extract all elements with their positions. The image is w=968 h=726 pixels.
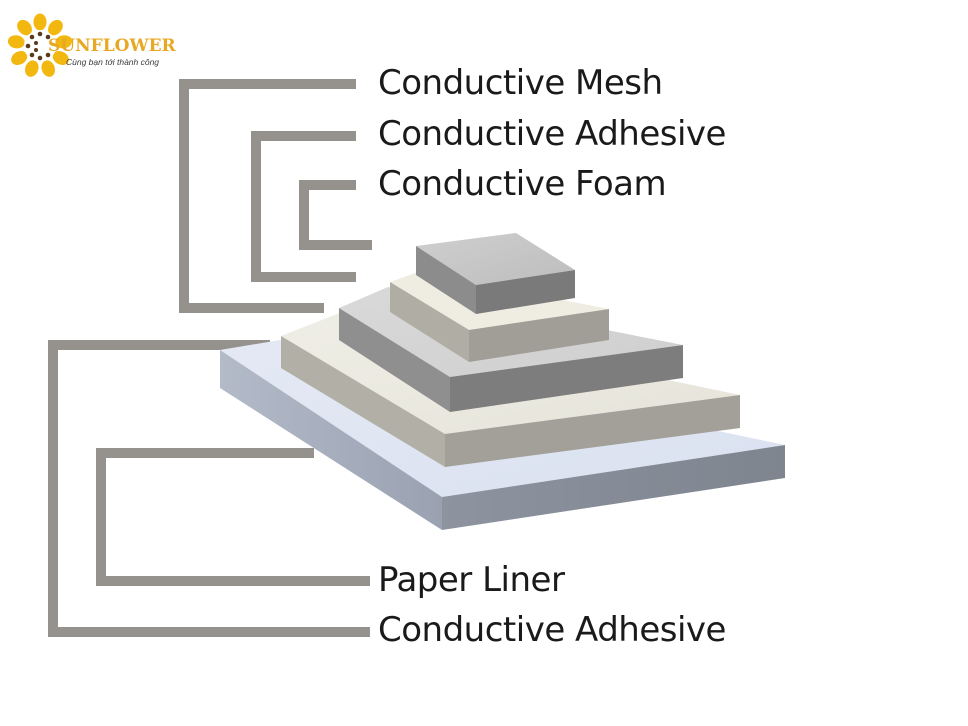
label-conductive-foam: Conductive Foam	[378, 164, 667, 204]
conductive-mesh-layer	[416, 233, 575, 314]
sunflower-icon	[8, 13, 72, 77]
label-conductive-adhesive-bottom: Conductive Adhesive	[378, 610, 726, 650]
mesh-right	[476, 270, 575, 314]
bracket-conductive-mesh	[179, 79, 356, 313]
bracket-conductive-foam	[299, 180, 372, 250]
paper-liner-front	[220, 350, 442, 530]
label-conductive-adhesive-top: Conductive Adhesive	[378, 114, 726, 154]
paper-liner-right	[442, 445, 785, 530]
mesh-top	[416, 233, 575, 285]
foam-right	[450, 345, 683, 412]
bracket-paper-liner	[96, 448, 370, 586]
adhesive-upper-right	[469, 309, 609, 362]
bracket-conductive-adhesive-top	[251, 131, 356, 282]
adhesive-right	[445, 395, 740, 467]
bracket-conductive-adhesive-bottom	[48, 340, 370, 637]
logo-brand: SUNFLOWER	[48, 36, 176, 56]
adhesive-upper-front	[390, 282, 469, 362]
adhesive-front	[281, 336, 445, 467]
label-paper-liner: Paper Liner	[378, 560, 565, 600]
brackets	[48, 79, 372, 637]
foam-front	[339, 308, 450, 412]
sunflower-logo: SUNFLOWER Cùng bạn tới thành công	[8, 10, 178, 82]
mesh-front	[416, 246, 476, 314]
label-conductive-mesh: Conductive Mesh	[378, 63, 663, 103]
logo-tagline: Cùng bạn tới thành công	[66, 57, 160, 67]
